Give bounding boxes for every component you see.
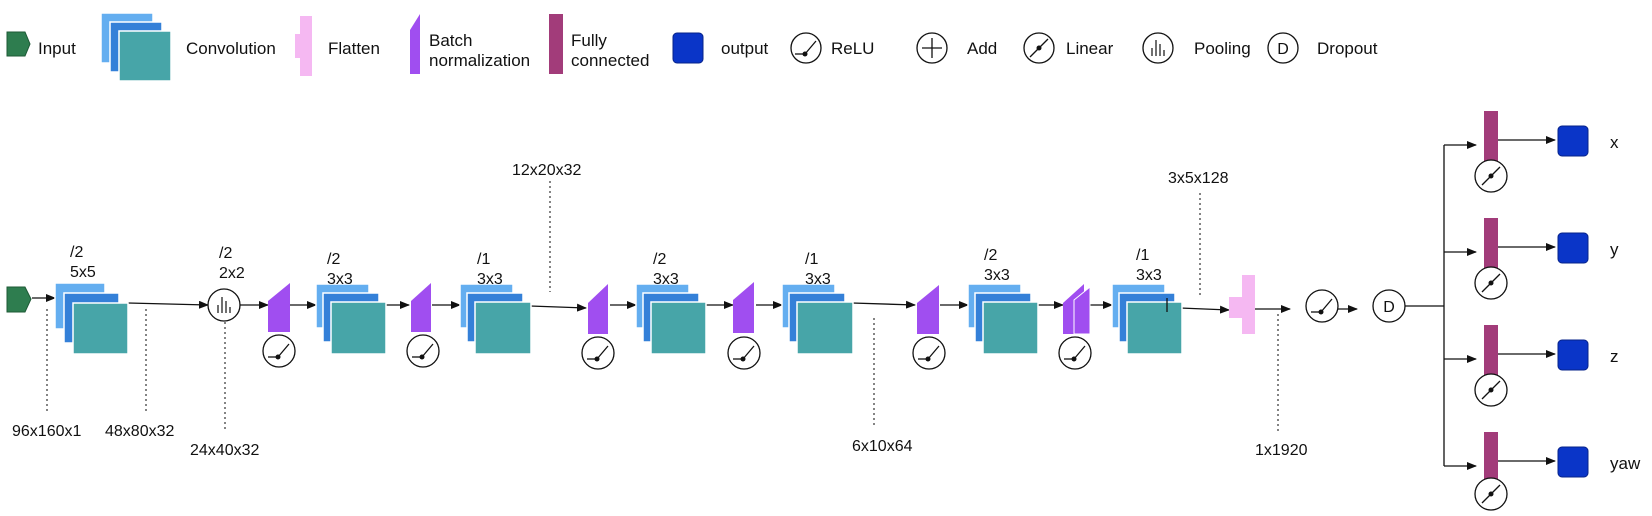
legend: Input Convolution Flatten Batch normaliz… [6, 12, 1378, 82]
legend-fc-label-1: Fully [571, 31, 607, 50]
legend-fully-connected-icon [549, 14, 563, 74]
batchnorm-block-3 [588, 284, 608, 334]
layer-8-stride: /1 [1136, 247, 1149, 264]
fc-block-yaw [1484, 432, 1498, 482]
output-node-yaw [1557, 446, 1589, 478]
layer-annotations: /2 5x5 /2 2x2 /2 3x3 /1 3x3 /2 3x3 /1 3x… [70, 244, 1162, 288]
layer-2-kernel: 2x2 [219, 265, 245, 282]
conv-block-2 [315, 283, 387, 355]
layer-4-kernel: 3x3 [477, 271, 503, 288]
legend-input-label: Input [38, 39, 76, 58]
dropout-node-symbol: D [1383, 299, 1395, 316]
layer-3-kernel: 3x3 [327, 271, 353, 288]
flatten-block [1229, 275, 1255, 334]
output-node-y [1557, 232, 1589, 264]
relu-node-icon-2 [406, 334, 440, 368]
head-z: z [1474, 325, 1619, 407]
fc-block-y [1484, 218, 1498, 268]
layer-7-kernel: 3x3 [984, 267, 1010, 284]
legend-batchnorm-label-1: Batch [429, 31, 472, 50]
batchnorm-block-6 [1063, 284, 1091, 335]
legend-output-icon [672, 32, 704, 64]
output-label-y: y [1610, 240, 1619, 259]
dim-label-3: 24x40x32 [190, 442, 259, 459]
relu-node-icon-1 [262, 334, 296, 368]
dim-label-1: 96x160x1 [12, 423, 81, 440]
conv-block-7 [1111, 283, 1183, 355]
output-node-x [1557, 125, 1589, 157]
conv-block-5 [781, 283, 854, 355]
batchnorm-block-1 [268, 283, 290, 332]
layer-3-stride: /2 [327, 251, 340, 268]
legend-convolution-label: Convolution [186, 39, 276, 58]
batchnorm-block-5 [917, 285, 939, 334]
legend-batchnorm-label-2: normalization [429, 51, 530, 70]
legend-dropout-icon: D [1267, 32, 1299, 64]
head-yaw: yaw [1474, 432, 1641, 511]
layer-1-kernel: 5x5 [70, 264, 96, 281]
relu-node-icon-3 [581, 336, 615, 370]
legend-input-icon [6, 31, 31, 57]
legend-linear-icon [1023, 32, 1055, 64]
layer-2-stride: /2 [219, 245, 232, 262]
conv-block-1 [54, 282, 129, 355]
layer-6-stride: /1 [805, 251, 818, 268]
output-label-yaw: yaw [1610, 454, 1641, 473]
output-label-z: z [1610, 347, 1619, 366]
linear-node-icon-x [1474, 159, 1508, 193]
legend-batchnorm-icon [410, 14, 420, 74]
layer-1-stride: /2 [70, 244, 83, 261]
output-node-z [1557, 339, 1589, 371]
legend-linear-label: Linear [1066, 39, 1114, 58]
layer-5-kernel: 3x3 [653, 271, 679, 288]
fc-block-z [1484, 325, 1498, 375]
layer-4-stride: /1 [477, 251, 490, 268]
relu-node-icon-6 [1058, 336, 1092, 370]
relu-node-icon-7 [1305, 289, 1339, 323]
dim-label-2: 48x80x32 [105, 423, 174, 440]
layer-7-stride: /2 [984, 247, 997, 264]
layer-6-kernel: 3x3 [805, 271, 831, 288]
conv-block-6 [967, 283, 1039, 355]
dimension-labels: 96x160x1 48x80x32 24x40x32 12x20x32 6x10… [12, 162, 1308, 459]
flow-arrows [32, 136, 1556, 470]
conv-block-4 [635, 283, 707, 355]
legend-relu-icon [790, 32, 822, 64]
legend-output-label: output [721, 39, 769, 58]
linear-node-icon-y [1474, 266, 1508, 300]
dim-label-5: 6x10x64 [852, 438, 913, 455]
dim-label-6: 3x5x128 [1168, 170, 1229, 187]
dim-label-4: 12x20x32 [512, 162, 581, 179]
relu-node-icon-4 [727, 336, 761, 370]
layer-8-kernel: 3x3 [1136, 267, 1162, 284]
output-label-x: x [1610, 133, 1619, 152]
layer-5-stride: /2 [653, 251, 666, 268]
legend-dropout-label: Dropout [1317, 39, 1378, 58]
head-x: x [1474, 111, 1619, 193]
relu-node-icon-5 [912, 336, 946, 370]
dim-label-7: 1x1920 [1255, 442, 1308, 459]
dropout-node-icon: D [1372, 289, 1406, 323]
legend-convolution-icon [100, 12, 172, 82]
legend-pooling-icon [1142, 32, 1174, 64]
linear-node-icon-yaw [1474, 477, 1508, 511]
legend-flatten-label: Flatten [328, 39, 380, 58]
legend-dropout-symbol: D [1277, 41, 1289, 58]
legend-relu-label: ReLU [831, 39, 874, 58]
legend-fc-label-2: connected [571, 51, 649, 70]
linear-node-icon-z [1474, 373, 1508, 407]
head-y: y [1474, 218, 1619, 300]
pooling-node-icon [207, 288, 241, 322]
batchnorm-block-2 [411, 283, 431, 332]
legend-add-icon [916, 32, 948, 64]
legend-pooling-label: Pooling [1194, 39, 1251, 58]
legend-add-label: Add [967, 39, 997, 58]
batchnorm-block-4 [733, 282, 754, 333]
dimension-leaders [46, 181, 1279, 432]
conv-block-3 [459, 283, 532, 355]
input-node-icon [6, 286, 32, 313]
fc-block-x [1484, 111, 1498, 161]
legend-flatten-icon [295, 16, 312, 76]
